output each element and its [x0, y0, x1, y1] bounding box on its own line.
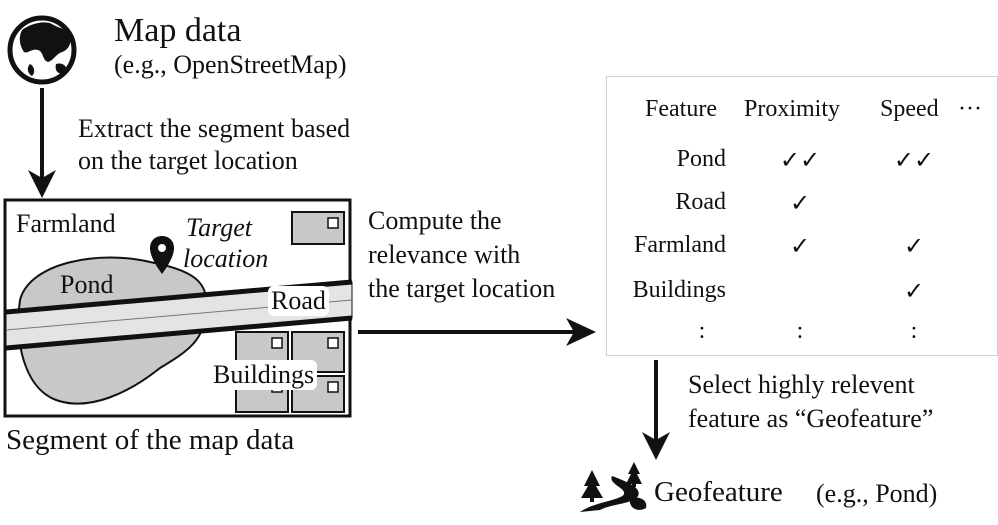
map-data-example: (e.g., OpenStreetMap): [114, 50, 347, 79]
globe-icon: [7, 15, 77, 85]
table-cell-proximity: ✓✓: [779, 148, 821, 174]
segment-caption: Segment of the map data: [6, 424, 295, 456]
table-cell-speed: ✓: [903, 279, 925, 305]
arrow-select: [642, 360, 670, 460]
map-data-title: Map data: [114, 12, 242, 49]
feature-table: [606, 76, 998, 356]
table-row-feature: Pond: [676, 146, 726, 172]
table-header-more: ···: [958, 96, 982, 122]
step-extract-line1: Extract the segment based: [78, 114, 351, 143]
step-select-line1: Select highly relevent: [688, 370, 915, 399]
table-row-feature: Buildings: [632, 277, 726, 303]
step-compute-line2: relevance with: [368, 240, 521, 269]
table-row-feature: Road: [675, 189, 726, 215]
table-cell-speed: ✓: [903, 234, 925, 260]
step-compute-line1: Compute the: [368, 206, 502, 235]
arrow-compute: [358, 318, 596, 346]
target-label-line2: location: [183, 244, 269, 273]
geofeature-example: (e.g., Pond): [816, 479, 938, 508]
geofeature-label: Geofeature: [654, 476, 783, 508]
table-header-speed: Speed: [880, 96, 939, 122]
table-cell-speed: ✓✓: [893, 148, 935, 174]
river-trees-icon: [580, 462, 647, 512]
step-extract-line2: on the target location: [78, 146, 298, 175]
table-cell-proximity: ✓: [789, 191, 811, 217]
arrow-extract: [28, 88, 56, 198]
step-select-line2: feature as “Geofeature”: [688, 404, 934, 433]
table-header-feature: Feature: [645, 96, 717, 122]
step-compute-line3: the target location: [368, 274, 556, 303]
target-label-line1: Target: [186, 213, 252, 242]
farmland-label: Farmland: [16, 209, 116, 238]
table-cell-ellipsis: :: [796, 318, 804, 344]
table-cell-ellipsis: :: [910, 318, 918, 344]
location-pin-icon: [150, 236, 174, 274]
table-row-ellipsis: :: [698, 318, 706, 344]
table-row-feature: Farmland: [634, 232, 726, 258]
road-label: Road: [268, 286, 329, 316]
table-header-proximity: Proximity: [744, 96, 841, 122]
buildings-label: Buildings: [210, 360, 318, 390]
pond-label: Pond: [60, 270, 114, 299]
table-cell-proximity: ✓: [789, 234, 811, 260]
